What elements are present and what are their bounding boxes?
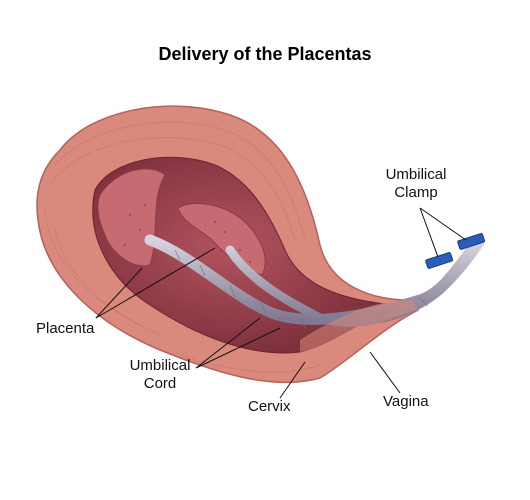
label-vagina: Vagina	[383, 393, 429, 410]
label-umbilical-cord: Umbilical Cord	[124, 357, 196, 393]
label-cervix: Cervix	[248, 398, 291, 415]
muscle-striations	[44, 121, 321, 373]
label-umbilical-clamp-line1: Umbilical	[385, 166, 447, 183]
leader-lines	[95, 207, 467, 399]
label-umbilical-clamp-line2: Clamp	[394, 184, 438, 201]
label-placenta: Placenta	[36, 320, 95, 337]
umbilical-clamp-2	[457, 233, 486, 250]
placenta-right	[177, 202, 266, 276]
umbilical-clamp-1	[425, 252, 454, 269]
label-umbilical-clamp: Umbilical Clamp	[380, 166, 452, 202]
page-title: Delivery of the Placentas	[158, 44, 372, 64]
placenta-texture	[123, 203, 252, 264]
label-umbilical-cord-line2: Cord	[143, 375, 177, 392]
vaginal-canal	[300, 300, 418, 352]
label-umbilical-cord-line1: Umbilical	[129, 357, 191, 374]
